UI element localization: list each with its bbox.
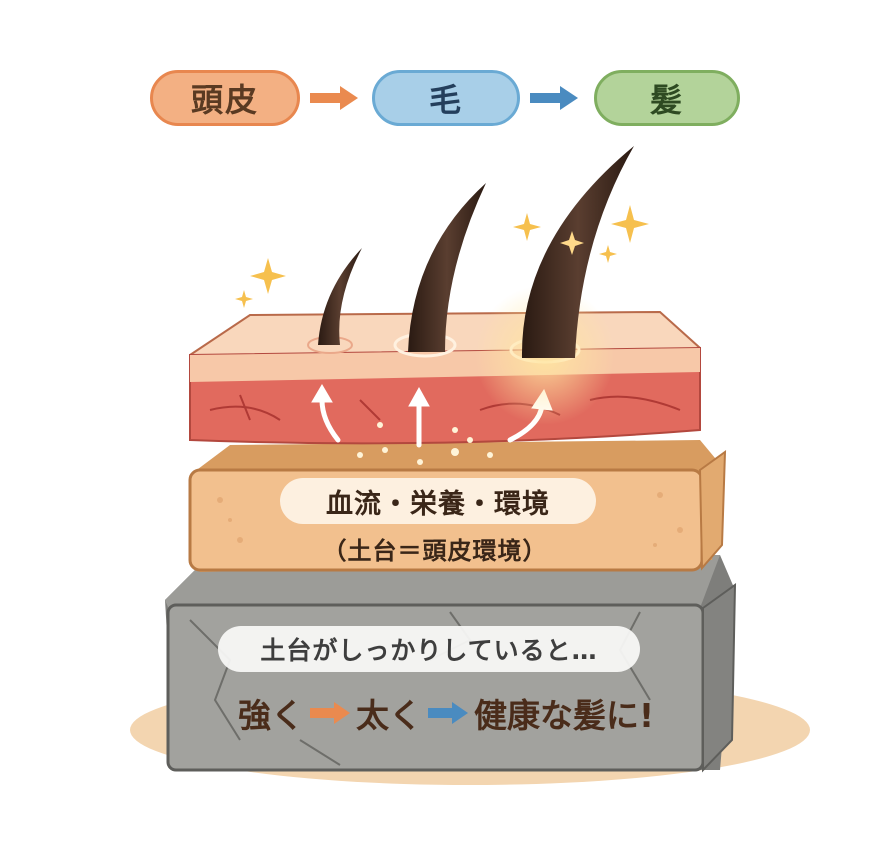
flow-step-scalp: 頭皮 — [150, 70, 300, 126]
result-healthy-hair: 健康な髪に! — [474, 696, 655, 735]
right-arrow-icon — [310, 702, 350, 724]
right-arrow-icon — [530, 86, 578, 110]
foundation-subtitle: （土台＝頭皮環境） — [300, 528, 570, 568]
flow-step-label: 頭皮 — [190, 81, 259, 119]
flow-step-hair: 髪 — [594, 70, 740, 126]
hair-icon — [318, 146, 634, 425]
right-arrow-icon — [310, 86, 358, 110]
foundation-title-text: 血流・栄養・環境 — [326, 488, 550, 520]
result-thick: 太く — [356, 696, 422, 735]
result-line: 強く 太く 健康な髪に! — [238, 688, 654, 738]
foundation-title: 血流・栄養・環境 — [280, 478, 596, 524]
condition-bubble: 土台がしっかりしていると… — [218, 626, 640, 672]
condition-text: 土台がしっかりしていると… — [260, 636, 598, 665]
flow-step-label: 髪 — [649, 81, 684, 119]
sparkle-icon — [235, 205, 649, 308]
foundation-subtitle-text: （土台＝頭皮環境） — [322, 536, 548, 565]
result-strong: 強く — [238, 696, 304, 735]
flow-step-label: 毛 — [428, 81, 463, 119]
right-arrow-icon — [428, 702, 468, 724]
flow-step-follicle: 毛 — [372, 70, 520, 126]
